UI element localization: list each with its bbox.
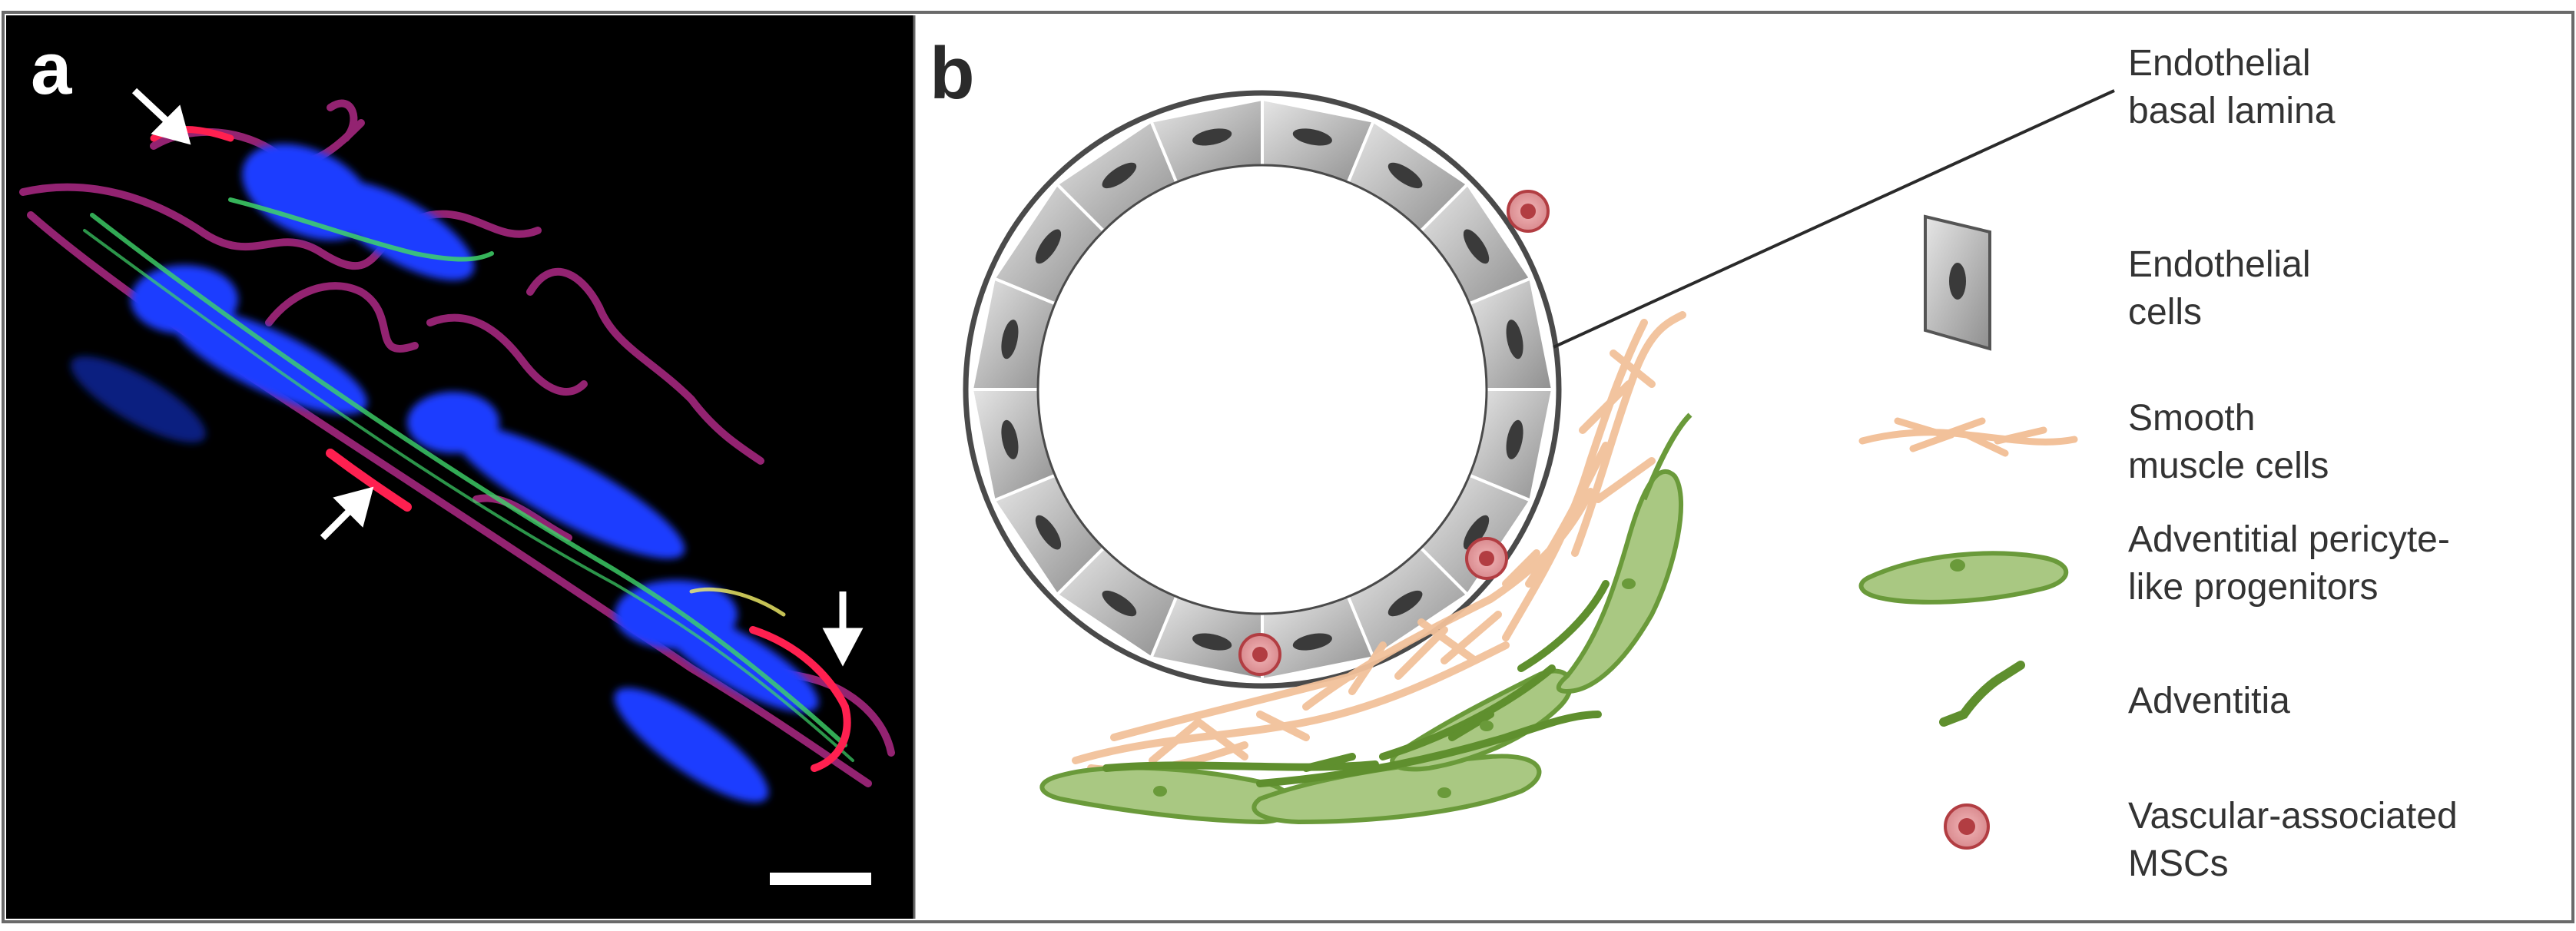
panel-label-b: b xyxy=(930,32,975,114)
basal-lamina-pointer xyxy=(1553,89,2115,349)
annotation-arrows xyxy=(131,88,864,667)
adventitia-icon xyxy=(1939,661,2025,727)
endothelial-nucleus xyxy=(1035,229,1062,264)
basal-lamina-label: Endothelial basal lamina xyxy=(2128,43,2336,131)
smooth-muscle-cell-icon xyxy=(1858,417,2078,457)
msc-cell-icon xyxy=(1944,803,1990,850)
legend-smooth-muscle-cells: Smooth muscle cells xyxy=(2128,398,2329,486)
endothelial-nucleus xyxy=(1506,419,1523,459)
vessel-cross-section xyxy=(963,90,1562,689)
legend-vascular-mscs: Vascular-associated MSCs xyxy=(2128,796,2468,884)
endothelial-nucleus xyxy=(1387,590,1423,617)
endothelial-nucleus xyxy=(1292,128,1332,146)
legend-pericyte-progenitors: Adventitial pericyte- like progenitors xyxy=(2128,519,2460,608)
panel-a-micrograph: a xyxy=(6,15,914,919)
scale-bar xyxy=(770,873,871,885)
endothelial-cell-icon xyxy=(1924,214,1991,351)
panel-b-diagram: b xyxy=(930,32,2468,884)
legend-endothelial-cells: Endothelial cells xyxy=(2128,244,2321,333)
pericyte-progenitor-icon xyxy=(1858,551,2069,605)
smooth-muscle-cells-in-diagram xyxy=(1072,311,1686,774)
adventitia-in-diagram xyxy=(1102,580,1610,787)
panel-label-a: a xyxy=(31,28,72,110)
endothelial-nucleus xyxy=(1102,590,1137,617)
endothelial-nucleus xyxy=(1192,128,1232,146)
endothelial-nucleus xyxy=(1102,162,1137,189)
legend: Endothelial cells Smooth muscle cells Ad… xyxy=(1858,214,2468,884)
legend-adventitia: Adventitia xyxy=(2128,681,2290,721)
endothelial-nucleus xyxy=(1463,229,1490,264)
endothelial-nucleus xyxy=(1506,320,1523,359)
vessel-lumen xyxy=(1036,164,1488,615)
pericyte-nuclei xyxy=(1153,578,1636,798)
endothelial-nucleus xyxy=(1001,419,1019,459)
endothelial-nucleus xyxy=(1387,162,1423,189)
endothelial-nucleus xyxy=(1001,320,1019,359)
endothelial-nucleus xyxy=(1192,633,1232,651)
endothelial-nucleus xyxy=(1035,515,1062,550)
endothelial-nucleus xyxy=(1292,633,1332,651)
endothelial-nucleus xyxy=(1463,515,1490,550)
vascular-mscs-in-diagram xyxy=(1238,190,1550,676)
